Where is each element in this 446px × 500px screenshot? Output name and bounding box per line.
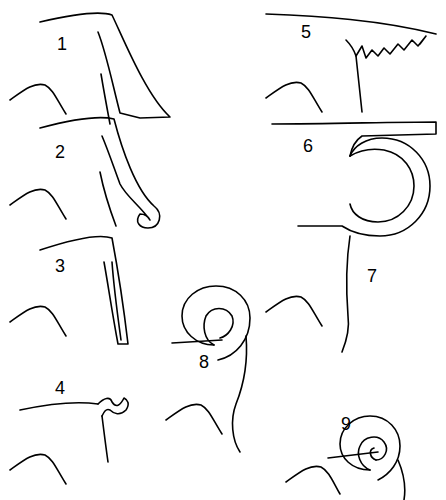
callout-number-holder: 7 [367, 267, 377, 285]
head-outline [266, 14, 436, 34]
neck-line [342, 236, 350, 352]
nose-outline [266, 296, 322, 326]
nose-outline [10, 306, 66, 336]
head-outline [40, 118, 160, 228]
callout-number-holder: 9 [341, 415, 351, 433]
curled-horn [298, 138, 430, 236]
callout-number-holder: 8 [199, 353, 209, 371]
callout-number: 9 [341, 415, 351, 433]
callout-number: 8 [199, 353, 209, 371]
callout-number: 6 [303, 137, 313, 155]
nose-outline [10, 84, 66, 114]
callout-number-holder: 1 [57, 35, 67, 53]
nose-outline [10, 454, 66, 484]
callout-number: 3 [55, 257, 65, 275]
callout-number-holder: 5 [301, 23, 311, 41]
head-outline [40, 236, 128, 344]
fringed-horn [346, 36, 426, 58]
head-outline [20, 403, 98, 410]
callout-number-holder: 2 [55, 143, 65, 161]
curled-horn-inner [350, 149, 414, 222]
callout-number-holder: 4 [55, 379, 65, 397]
nose-outline [166, 404, 222, 434]
horn-inner-line [112, 262, 121, 340]
cheek-line [328, 452, 378, 458]
cheek-line [172, 340, 222, 343]
callout-number: 5 [301, 23, 311, 41]
head-outline [272, 122, 436, 156]
spiral-horn [182, 286, 250, 360]
nose-outline [266, 82, 322, 112]
callout-number: 2 [55, 143, 65, 161]
callout-number: 1 [57, 35, 67, 53]
nose-outline [10, 189, 66, 219]
cheek-line [356, 56, 362, 112]
callout-number: 4 [55, 379, 65, 397]
spiral-horn [340, 416, 400, 480]
callout-number-holder: 6 [303, 137, 313, 155]
neck-line [398, 460, 405, 500]
nose-outline [286, 466, 340, 494]
callout-number-holder: 3 [55, 257, 65, 275]
small-horn [98, 398, 128, 416]
callout-number: 7 [367, 267, 377, 285]
neck-line [233, 336, 247, 452]
cheek-line [102, 416, 108, 462]
cheek-line [101, 74, 110, 124]
spiral-core [370, 448, 376, 460]
cheek-line [100, 172, 116, 226]
